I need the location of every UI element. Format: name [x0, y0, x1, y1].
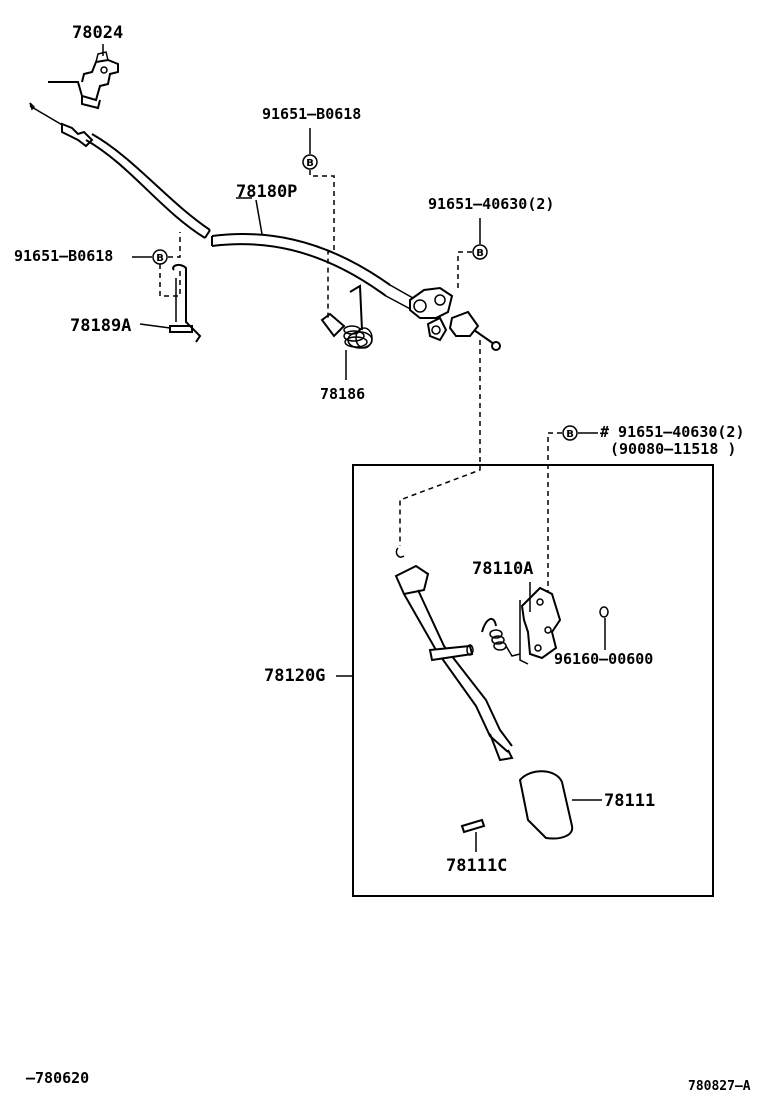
- cable-end-fitting[interactable]: [409, 286, 501, 351]
- dashed-leaders: [159, 170, 562, 598]
- label-78180p: 78180P: [236, 182, 297, 202]
- label-78111: 78111: [604, 791, 655, 811]
- label-91651-40630: 91651–40630(2): [428, 195, 554, 213]
- bolt-symbol-top[interactable]: B: [302, 128, 318, 170]
- clip-96160-00600[interactable]: [599, 606, 609, 650]
- pedal-assembly-frame: [352, 464, 714, 897]
- label-91651-b0618-left: 91651–B0618: [14, 247, 113, 265]
- spring-78186[interactable]: [320, 284, 373, 349]
- label-96160-00600: 96160–00600: [554, 650, 653, 668]
- spring-78110a[interactable]: [481, 617, 521, 657]
- footer-ref-code: 780827–A: [688, 1079, 751, 1094]
- footer-date-code: –780620: [26, 1069, 89, 1087]
- bracket-78110a[interactable]: [519, 586, 562, 665]
- label-78120g: 78120G: [264, 666, 325, 686]
- bolt-symbol-right[interactable]: B: [472, 218, 488, 260]
- label-78024: 78024: [72, 23, 123, 43]
- label-leaders: [139, 197, 531, 677]
- bolt-symbol-left[interactable]: B: [132, 249, 168, 265]
- bolt-symbol-hash[interactable]: B: [562, 425, 598, 441]
- label-78111c: 78111C: [446, 856, 507, 876]
- label-90080-11518: (90080–11518 ): [610, 440, 736, 458]
- svg-text:B: B: [566, 429, 574, 440]
- label-78186: 78186: [320, 385, 365, 403]
- label-78110a: 78110A: [472, 559, 533, 579]
- clip-78189a[interactable]: [169, 263, 202, 343]
- label-91651-40630-hash: # 91651–40630(2): [600, 423, 745, 441]
- bracket-78024[interactable]: [48, 44, 119, 110]
- pedal-arm-78120g[interactable]: [394, 547, 514, 762]
- cable-78180p[interactable]: [29, 102, 421, 313]
- label-78189a: 78189A: [70, 316, 131, 336]
- pedal-pad-78111[interactable]: [518, 770, 602, 840]
- pin-78111c[interactable]: [460, 818, 486, 852]
- label-91651-b0618-top: 91651–B0618: [262, 105, 361, 123]
- svg-text:B: B: [306, 158, 314, 169]
- svg-text:B: B: [156, 253, 164, 264]
- svg-text:B: B: [476, 248, 484, 259]
